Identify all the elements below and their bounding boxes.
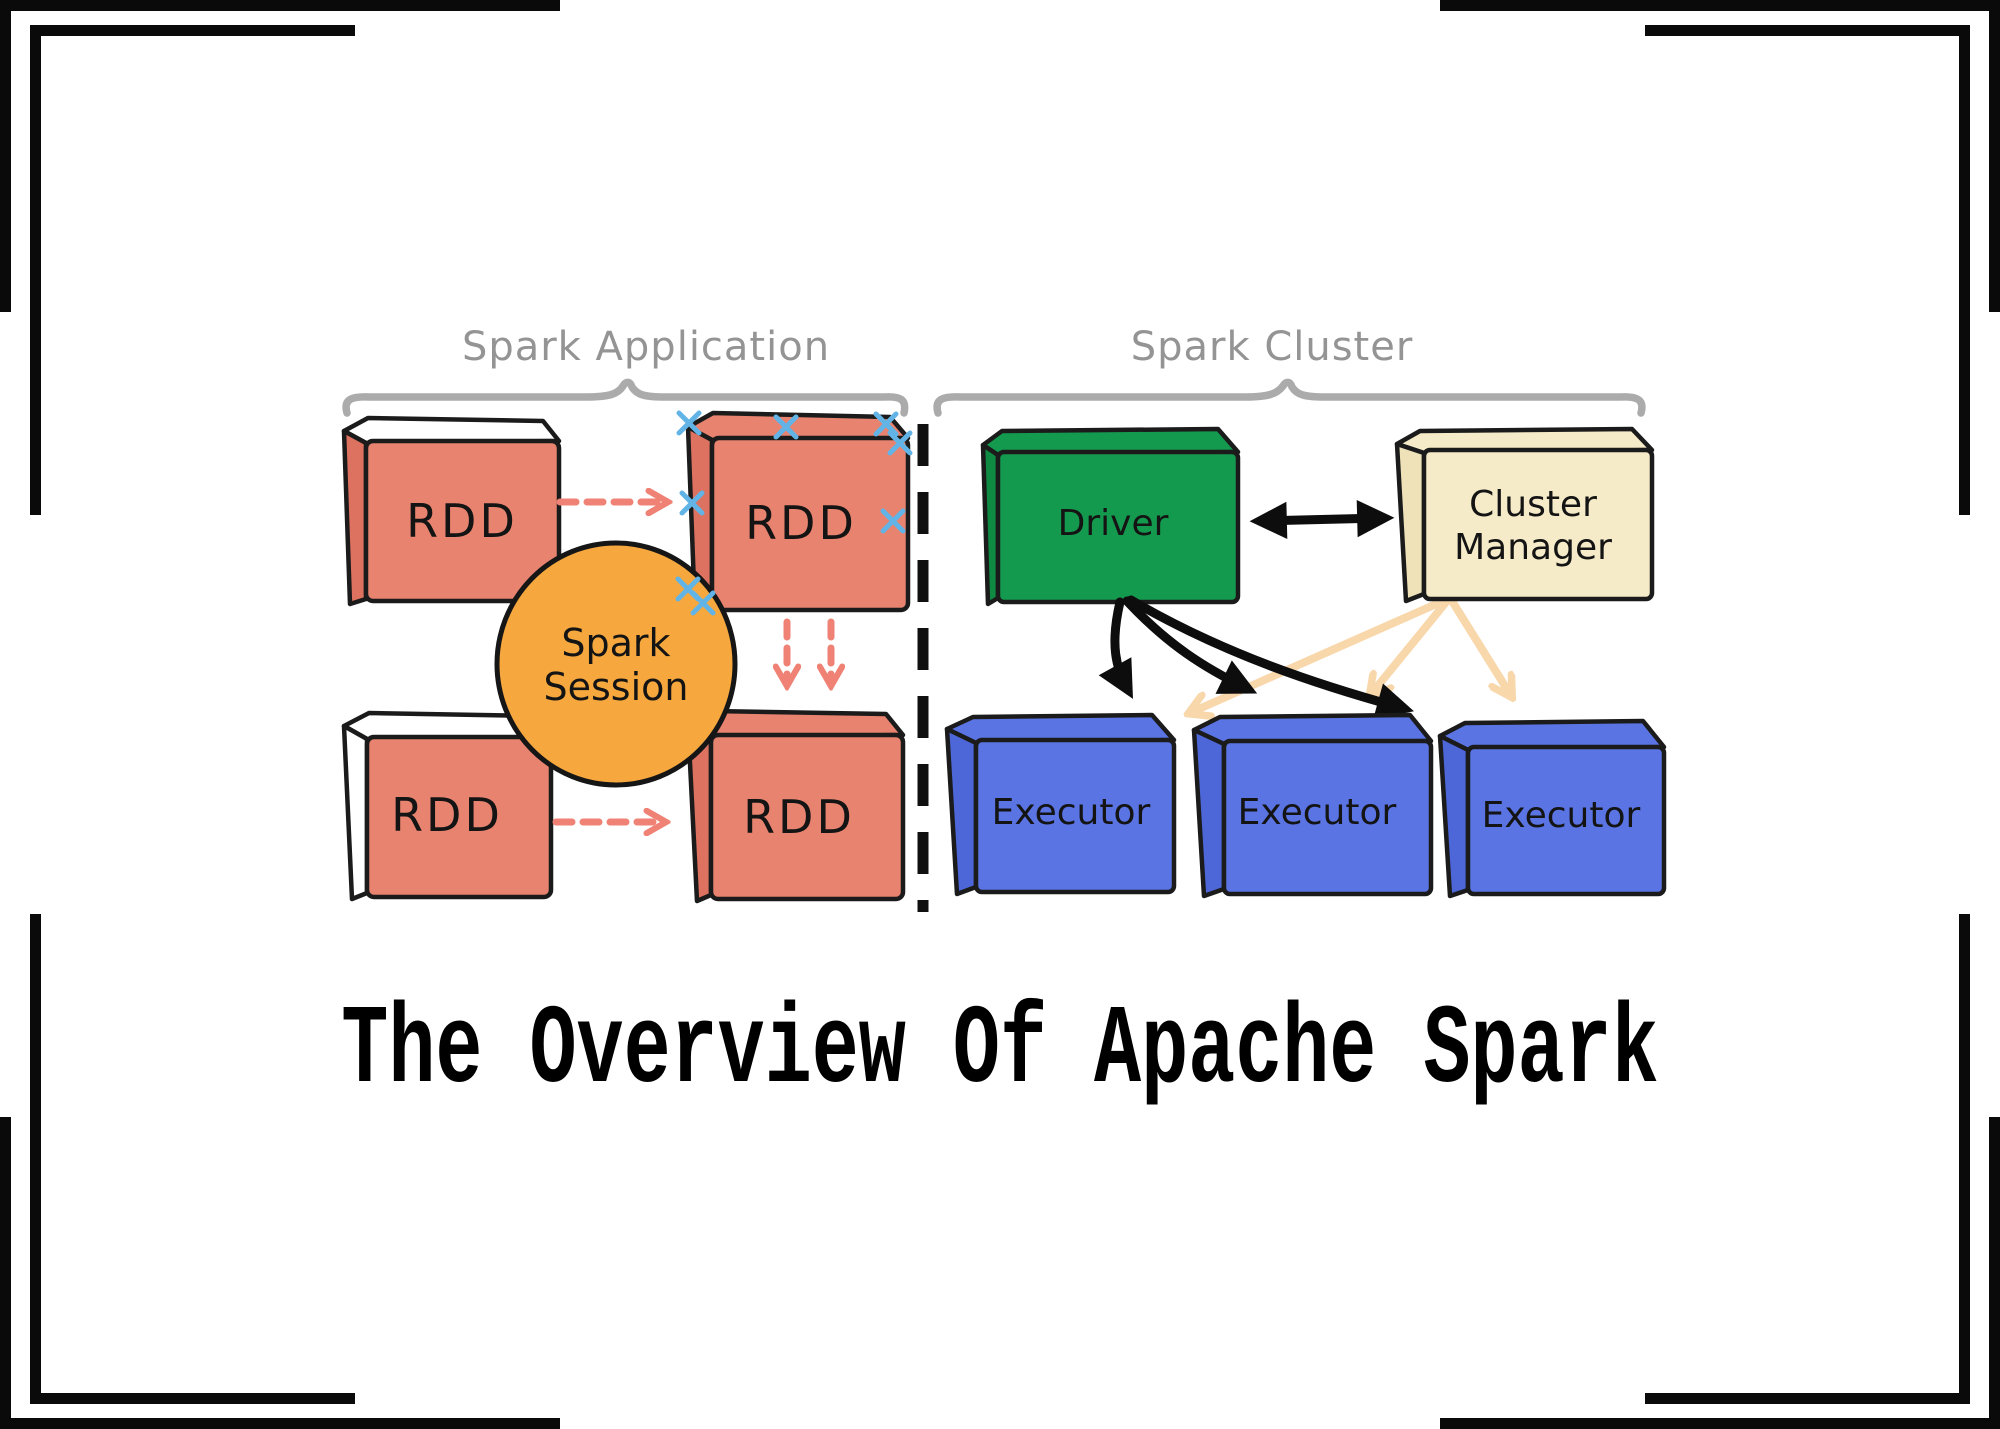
- frame-bottom-left-outer-h: [0, 1418, 560, 1429]
- frame-top-left-inner-h: [30, 25, 355, 36]
- rdd-box-2-front: [709, 435, 911, 613]
- frame-top-right-inner-v: [1959, 25, 1970, 515]
- cluster-manager-box: [1394, 426, 1655, 604]
- executor-1-label: Executor: [991, 792, 1151, 833]
- arrow-driver-to-executor-1: [1098, 597, 1133, 699]
- executor-box-3: [1437, 718, 1667, 899]
- rdd-transform-arrows: [552, 502, 831, 822]
- page-title-wrap: The Overview Of Apache Spark: [0, 996, 2000, 1108]
- driver-arrows: [1098, 499, 1414, 720]
- rdd-box-4-label: RDD: [743, 790, 855, 844]
- rdd-box-4: [685, 708, 906, 904]
- cluster-manager-label-line1: Cluster: [1469, 484, 1597, 525]
- executor-2-label: Executor: [1237, 792, 1397, 833]
- frame-bottom-right-outer-v: [1989, 1117, 2000, 1429]
- spark-session-circle: [494, 540, 738, 788]
- rdd-box-1-label: RDD: [406, 494, 518, 548]
- frame-bottom-left-inner-h: [30, 1393, 355, 1404]
- brace-spark-cluster: [933, 378, 1646, 417]
- rdd-box-2: [685, 410, 911, 615]
- frame-top-right-inner-h: [1645, 25, 1970, 36]
- frame-bottom-right-inner-h: [1645, 1393, 1970, 1404]
- spark-cluster-label: Spark Cluster: [1130, 324, 1414, 370]
- spark-session-label-line2: Session: [543, 665, 689, 709]
- arrow-cm-to-executor-3: [1448, 597, 1510, 694]
- x-marks: [675, 410, 913, 616]
- frame-bottom-right-outer-h: [1440, 1418, 2000, 1429]
- frame-top-right-outer-h: [1440, 0, 2000, 11]
- frame-bottom-left-outer-v: [0, 1117, 11, 1429]
- executor-box-1-front: [973, 737, 1177, 895]
- arrow-driver-cluster-manager: [1249, 499, 1395, 540]
- page-title: The Overview Of Apache Spark: [341, 988, 1659, 1115]
- rdd-box-3-front: [364, 734, 554, 900]
- cluster-manager-label-line2: Manager: [1454, 527, 1612, 568]
- brace-spark-application: [342, 378, 909, 417]
- cluster-manager-box-side: [1394, 441, 1427, 604]
- arrow-driver-to-executor-3: [1126, 595, 1414, 720]
- executor-box-3-front: [1465, 744, 1667, 897]
- frame-bottom-right-inner-v: [1959, 914, 1970, 1404]
- frame-bottom-left-inner-v: [30, 914, 41, 1404]
- frame-top-right-outer-v: [1989, 0, 2000, 312]
- spark-application-label: Spark Application: [461, 324, 831, 370]
- frame-top-left-outer-h: [0, 0, 560, 11]
- rdd-box-1: [341, 415, 562, 607]
- executor-box-1: [944, 712, 1177, 897]
- executor-box-2: [1191, 712, 1434, 899]
- arrow-driver-to-executor-2: [1122, 596, 1258, 694]
- frame-top-left-outer-v: [0, 0, 11, 312]
- frame-top-left-inner-v: [30, 25, 41, 515]
- executor-box-2-front: [1221, 738, 1434, 897]
- rdd-box-4-front: [708, 732, 906, 902]
- spark-session-label-line1: Spark: [561, 621, 671, 665]
- cluster-manager-box-front: [1421, 447, 1655, 602]
- driver-label: Driver: [1057, 503, 1169, 544]
- arrow-cm-to-executor-2: [1372, 597, 1451, 693]
- rdd-box-3-label: RDD: [391, 788, 503, 842]
- rdd-box-2-label: RDD: [745, 496, 857, 550]
- rdd-box-1-front: [363, 438, 562, 604]
- executor-3-label: Executor: [1481, 795, 1641, 836]
- rdd-box-3: [341, 710, 554, 902]
